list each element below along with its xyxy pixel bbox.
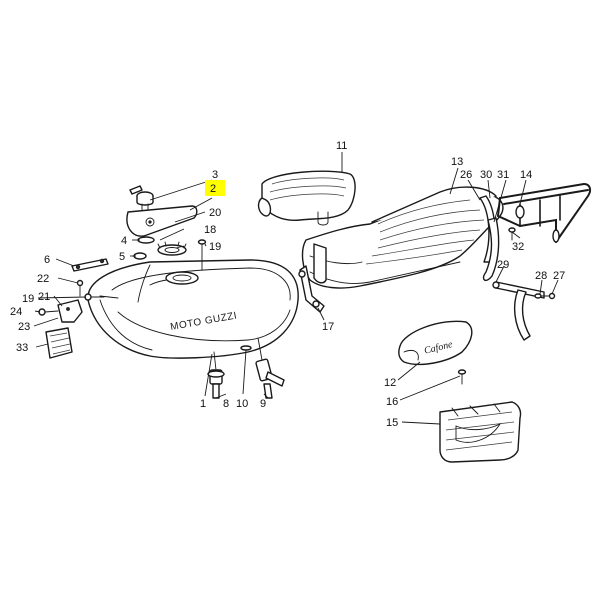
filler-ring-18 [157,241,187,256]
callout-21: 21 [38,291,50,303]
callout-27: 27 [553,270,565,282]
callout-28: 28 [535,270,547,282]
callout-30: 30 [480,169,492,181]
highlight-box-2 [205,180,225,196]
callout-11: 11 [336,140,347,152]
leader-lines [33,152,559,425]
seat-13 [301,186,504,289]
callout-13: 13 [451,156,463,168]
callout-24: 24 [10,306,22,318]
callout-18: 18 [204,224,216,236]
callout-12: 12 [384,377,396,389]
screw-16 [457,369,467,385]
seat-latch-17 [298,265,325,313]
bolt-22 [76,279,84,297]
bolt-24 [38,308,59,316]
callout-23: 23 [18,321,30,333]
callout-8: 8 [223,398,229,410]
gasket-4 [137,236,155,244]
screw-19-upper [197,239,207,271]
bolt-32 [508,227,516,241]
callout-3: 3 [212,169,218,181]
callout-4: 4 [121,235,127,247]
fuel-tank: MOTO GUZZI [87,259,299,359]
knee-pad-33 [45,327,73,359]
callout-14: 14 [520,169,532,181]
tail-cover-11 [257,170,356,226]
callout-9: 9 [260,398,266,410]
luggage-rack-14 [496,183,592,243]
side-cover-12: Cafone [398,320,473,366]
callout-22: 22 [37,273,49,285]
callout-1: 1 [200,398,206,410]
fuel-cap-key-3 [129,185,154,213]
tool-kit-bag-15 [439,401,522,463]
callout-10: 10 [236,398,248,410]
callout-6: 6 [44,254,50,266]
callout-15: 15 [386,417,398,429]
callout-19-upper: 19 [209,241,221,253]
callout-17: 17 [322,321,334,333]
tank-front-bracket [71,258,109,272]
callout-29: 29 [497,259,509,271]
rack-bracket-30-31 [482,217,500,282]
tank-cover-plate-2 [126,205,198,237]
callout-33: 33 [16,342,28,354]
fuel-tap-8 [207,351,225,399]
callout-5: 5 [119,251,125,263]
callout-31: 31 [497,169,509,181]
callout-20: 20 [209,207,221,219]
callout-16: 16 [386,396,398,408]
fuel-tap-9 [255,337,285,399]
seal-10 [240,345,252,351]
callout-19-left: 19 [22,293,34,305]
rear-support-29 [492,281,545,341]
callout-2: 2 [210,183,216,195]
nut-27 [548,292,556,300]
callout-labels: 2 3 20 18 19 4 5 6 22 19 21 24 23 33 1 8… [10,140,565,429]
callout-32: 32 [512,241,524,253]
rubber-pad-21 [57,299,83,323]
callout-26: 26 [460,169,472,181]
